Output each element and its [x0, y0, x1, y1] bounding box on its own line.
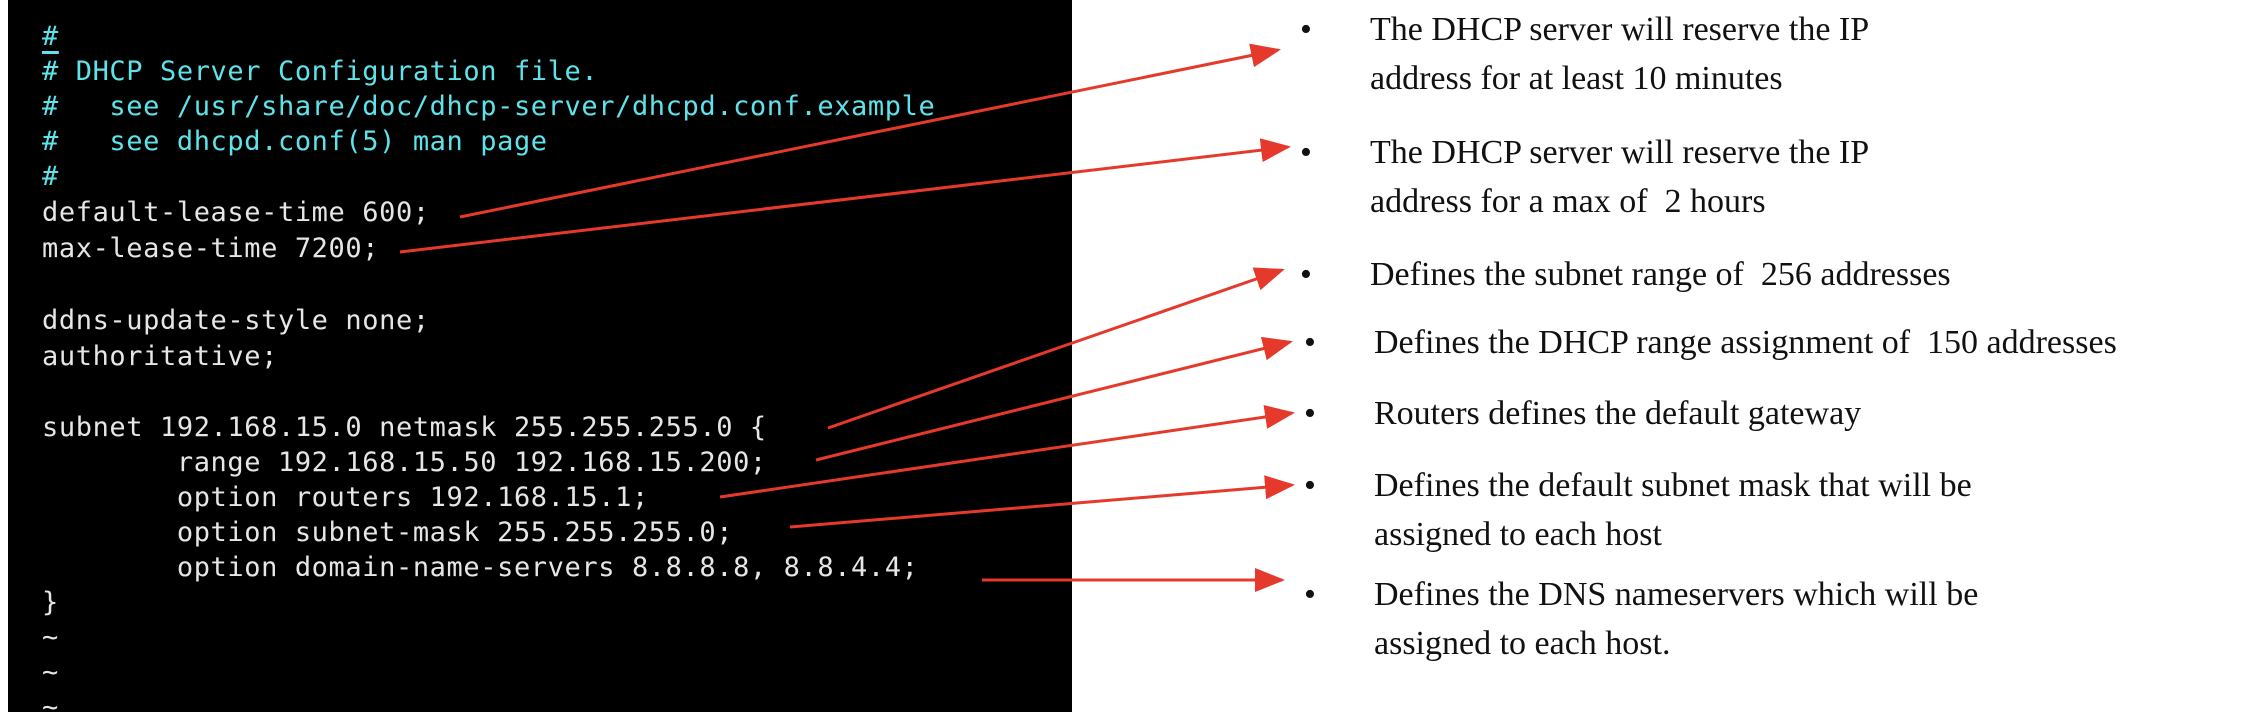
- code-line-comment-end: #: [42, 161, 59, 192]
- code-line-comment-marker: #: [42, 20, 59, 54]
- cursor: #: [42, 21, 59, 52]
- annotation-text-line: assigned to each host: [1374, 516, 1662, 553]
- bullet-icon: •: [1304, 324, 1316, 361]
- annotation-text-line: address for a max of 2 hours: [1370, 183, 1766, 220]
- annotation-text-line: assigned to each host.: [1374, 625, 1671, 662]
- code-line-tilde: ~: [42, 622, 59, 653]
- code-line-max-lease-time: max-lease-time 7200;: [42, 233, 380, 264]
- annotation-text-line: Defines the DNS nameservers which will b…: [1374, 576, 1979, 613]
- code-line-option-routers: option routers 192.168.15.1;: [42, 482, 649, 513]
- bullet-icon: •: [1304, 467, 1316, 504]
- annotation-text-line: Routers defines the default gateway: [1374, 395, 1862, 432]
- code-line-option-subnet-mask: option subnet-mask 255.255.255.0;: [42, 517, 734, 548]
- code-line-ddns-update-style: ddns-update-style none;: [42, 305, 430, 336]
- annotation-text-line: The DHCP server will reserve the IP: [1370, 11, 1870, 48]
- code-line-option-dns: option domain-name-servers 8.8.8.8, 8.8.…: [42, 552, 919, 583]
- code-line-closing-brace: }: [42, 587, 59, 618]
- bullet-icon: •: [1300, 256, 1312, 293]
- bullet-icon: •: [1300, 11, 1312, 48]
- annotation-text-line: Defines the DHCP range assignment of 150…: [1374, 324, 2117, 361]
- annotation-text-line: Defines the default subnet mask that wil…: [1374, 467, 1972, 504]
- bullet-icon: •: [1300, 134, 1312, 171]
- annotation-text-line: The DHCP server will reserve the IP: [1370, 134, 1870, 171]
- bullet-icon: •: [1304, 395, 1316, 432]
- code-line-tilde: ~: [42, 657, 59, 688]
- annotation-text-line: Defines the subnet range of 256 addresse…: [1370, 256, 1951, 293]
- code-line-authoritative: authoritative;: [42, 341, 278, 372]
- bullet-icon: •: [1304, 576, 1316, 613]
- annotation-text-line: address for at least 10 minutes: [1370, 60, 1783, 97]
